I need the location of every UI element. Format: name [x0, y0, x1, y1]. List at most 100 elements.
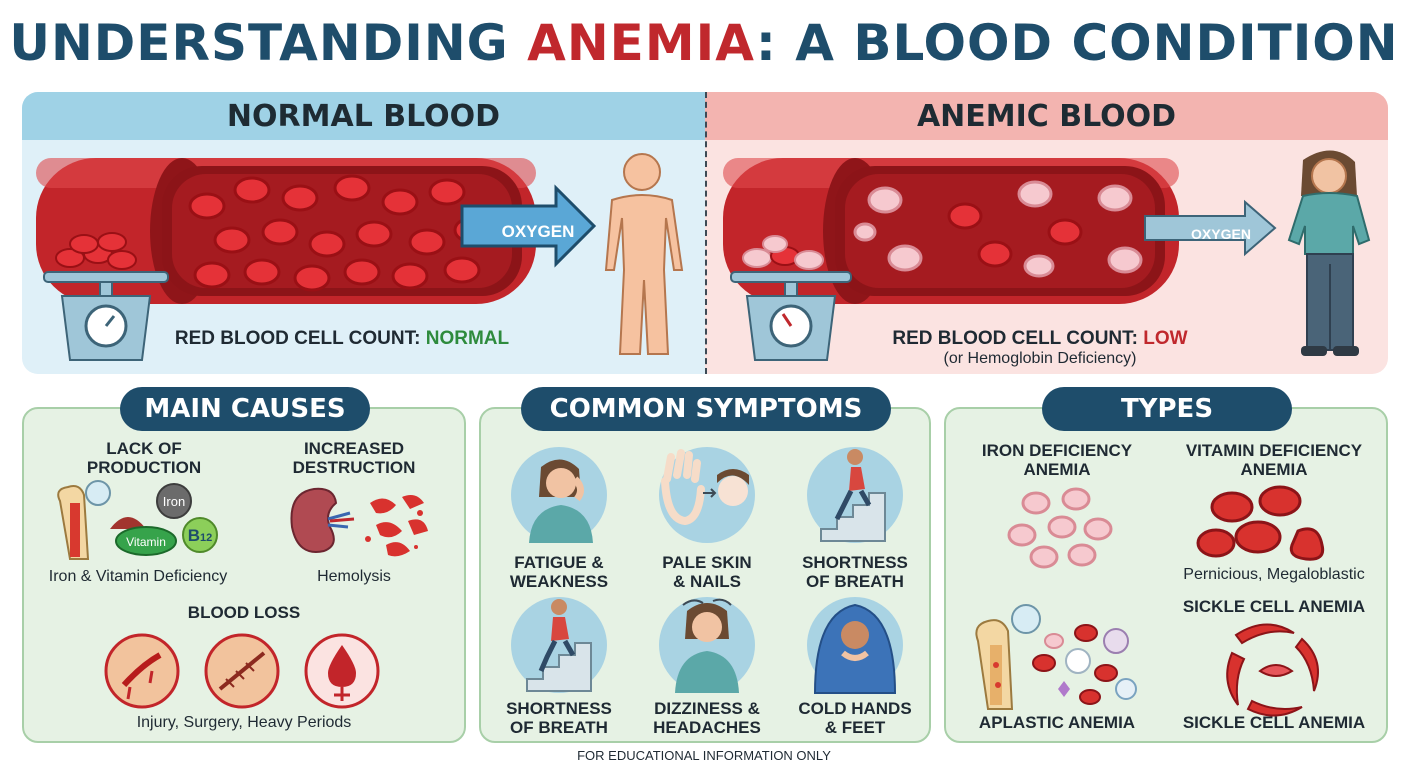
wound-icon-injury	[104, 633, 180, 709]
title-accent: ANEMIA	[527, 14, 756, 72]
shortness-of-breath-stairs-icon	[807, 447, 903, 543]
symptom-4-line1: SHORTNESS	[506, 699, 612, 718]
common-symptoms-heading: COMMON SYMPTOMS	[521, 387, 891, 431]
normal-blood-illustration	[36, 153, 684, 361]
wound-icon-surgery	[204, 633, 280, 709]
kidney-icon	[290, 487, 355, 553]
types-heading: TYPES	[1042, 387, 1292, 431]
red-blood-cells	[188, 174, 491, 292]
normal-count-value: NORMAL	[425, 328, 510, 349]
bone-icon	[57, 480, 111, 560]
destruction-line2: DESTRUCTION	[292, 458, 416, 477]
iron-powder-icon	[110, 517, 146, 529]
broken-cells-icon	[365, 495, 428, 557]
common-symptoms-panel: COMMON SYMPTOMS	[479, 387, 931, 743]
b-badge-number: 12	[200, 532, 212, 544]
symptom-2-label: PALE SKIN& NAILS	[647, 553, 767, 591]
anemic-blood-illustration	[723, 150, 1371, 361]
normal-count-label: RED BLOOD CELL COUNT: NORMAL	[142, 328, 542, 350]
normal-count-prefix: RED BLOOD CELL COUNT:	[174, 328, 426, 349]
section-divider	[705, 92, 707, 374]
symptom-5-line2: HEADACHES	[653, 718, 761, 737]
symptom-2-line1: PALE SKIN	[662, 553, 752, 572]
sparse-red-blood-cells	[853, 180, 1143, 278]
lack-caption: Iron & Vitamin Deficiency	[48, 568, 228, 585]
pale-skin-icon	[659, 447, 755, 543]
scale-icon	[730, 235, 852, 361]
symptom-1-label: FATIGUE &WEAKNESS	[499, 553, 619, 591]
title-part1: UNDERSTANDING	[9, 14, 528, 72]
mixed-blood-cells-icon	[1032, 624, 1137, 705]
vitamin-badge-text: Vitamin	[126, 535, 166, 549]
anemic-count-note: (or Hemoglobin Deficiency)	[943, 350, 1137, 367]
destruction-caption: Hemolysis	[317, 568, 391, 585]
fatigue-icon	[511, 447, 607, 543]
symptom-3-line2: OF BREATH	[806, 572, 904, 591]
vitamin-badge-icon: Vitamin B12	[115, 517, 218, 556]
oxygen-arrow-icon	[1144, 199, 1277, 257]
vitamin-caption: Pernicious, Megaloblastic	[1183, 566, 1365, 583]
scale-icon	[43, 232, 169, 361]
normal-blood-heading: NORMAL BLOOD	[22, 92, 705, 140]
anemic-blood-section: ANEMIC BLOOD	[705, 92, 1388, 374]
causes-illustrations: Iron Vitamin B12	[57, 480, 428, 709]
main-causes-heading: MAIN CAUSES	[120, 387, 370, 431]
iron-badge-text: Iron	[163, 494, 185, 509]
menstruation-icon	[304, 633, 380, 709]
human-figure-icon	[604, 153, 684, 355]
normal-blood-section: NORMAL BLOOD	[22, 92, 705, 374]
cold-hands-icon	[807, 597, 903, 694]
lack-line1: LACK OF	[106, 439, 182, 458]
anemic-oxygen-label: OXYGEN	[1191, 226, 1251, 242]
anemic-count-label: RED BLOOD CELL COUNT: LOW	[825, 328, 1255, 350]
svg-text:B12: B12	[188, 526, 213, 545]
aplastic-title: APLASTIC ANEMIA	[978, 713, 1136, 732]
symptom-6-line1: COLD HANDS	[798, 699, 912, 718]
large-cells-icon	[1196, 485, 1325, 561]
oxygen-arrow-icon	[460, 184, 597, 268]
anemic-count-value: LOW	[1143, 328, 1188, 349]
footer-disclaimer: FOR EDUCATIONAL INFORMATION ONLY	[577, 748, 831, 763]
types-illustrations	[975, 485, 1325, 717]
anemic-count-prefix: RED BLOOD CELL COUNT:	[892, 328, 1144, 349]
dizziness-icon	[659, 597, 755, 693]
vitamin-line1: VITAMIN DEFICIENCY	[1185, 441, 1363, 460]
symptom-illustrations	[511, 447, 903, 694]
sickle-cells-icon	[1226, 623, 1319, 717]
shortness-of-breath-climb-icon	[511, 597, 607, 693]
symptom-2-line2: & NAILS	[673, 572, 741, 591]
normal-oxygen-label: OXYGEN	[501, 222, 575, 241]
blood-loss-caption: Injury, Surgery, Heavy Periods	[136, 714, 352, 731]
page-title: UNDERSTANDING ANEMIA: A BLOOD CONDITION	[0, 14, 1408, 72]
b-badge-letter: B	[188, 526, 200, 545]
title-part2: : A BLOOD CONDITION	[755, 14, 1399, 72]
pale-small-cells-icon	[1007, 487, 1113, 569]
symptom-1-line2: WEAKNESS	[509, 572, 609, 591]
sickle-cell-title: SICKLE CELL ANEMIA	[1182, 597, 1366, 616]
iron-line1: IRON DEFICIENCY	[981, 441, 1133, 460]
anemic-blood-heading: ANEMIC BLOOD	[705, 92, 1388, 140]
tired-person-icon	[1287, 150, 1371, 356]
destruction-line1: INCREASED	[303, 439, 405, 458]
iron-line2: ANEMIA	[1023, 460, 1091, 479]
symptom-3-line1: SHORTNESS	[802, 553, 908, 572]
aplastic-bone-marrow-icon	[975, 604, 1041, 710]
symptom-5-line1: DIZZINESS &	[654, 699, 760, 718]
blood-loss-title: BLOOD LOSS	[187, 603, 301, 622]
symptom-4-line2: OF BREATH	[510, 718, 608, 737]
symptom-6-line2: & FEET	[824, 718, 886, 737]
comparison-panel: NORMAL BLOOD	[22, 92, 1388, 374]
lack-line2: PRODUCTION	[86, 458, 202, 477]
symptom-1-line1: FATIGUE &	[514, 553, 604, 572]
symptom-5-label: DIZZINESS &HEADACHES	[647, 699, 767, 737]
sickle-cell-caption: SICKLE CELL ANEMIA	[1182, 713, 1366, 732]
iron-badge-icon: Iron	[156, 483, 192, 519]
